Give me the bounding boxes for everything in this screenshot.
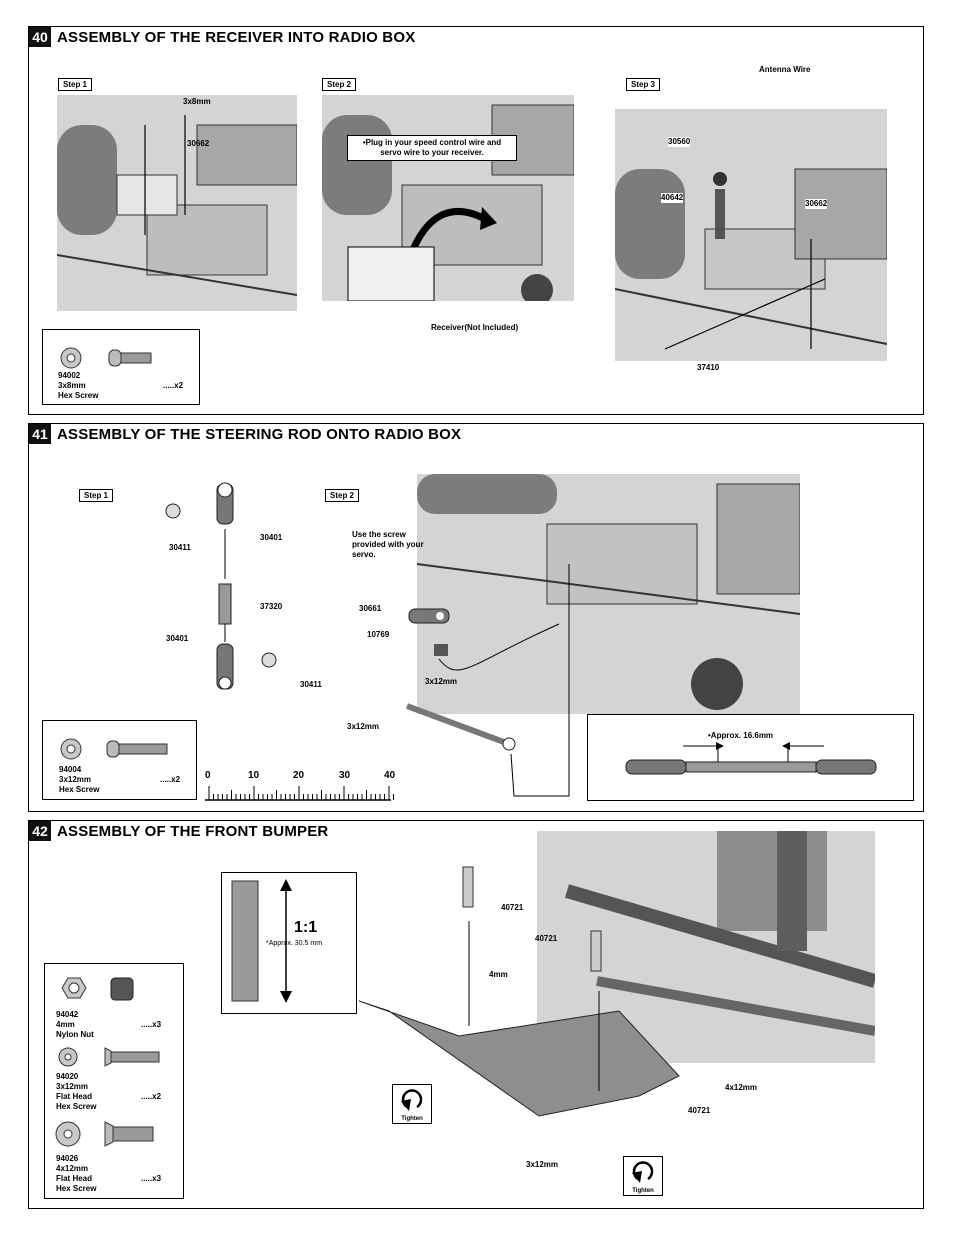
step-2-illustration: [322, 95, 574, 301]
part-name: Hex Screw: [58, 391, 99, 400]
hex-screw-icon: [60, 347, 152, 369]
section-title: ASSEMBLY OF THE STEERING ROD ONTO RADIO …: [57, 426, 462, 443]
section-41: 41 ASSEMBLY OF THE STEERING ROD ONTO RAD…: [28, 423, 924, 812]
part-name-2: Hex Screw: [56, 1102, 97, 1111]
step-2-tag: Step 2: [325, 489, 360, 502]
tighten-box-b: Tighten: [623, 1156, 663, 1196]
ruler: [205, 786, 394, 801]
step-3-tag: Step 3: [626, 78, 661, 91]
approx-length-label: •Approx. 16.6mm: [708, 731, 774, 740]
label-30411-a: 30411: [169, 543, 191, 552]
label-antenna-wire: Antenna Wire: [759, 65, 811, 74]
parts-box-42: 94042 4mm .....x3 Nylon Nut 94020 3x12mm…: [44, 963, 184, 1199]
flat-head-screw-icon: [55, 1121, 154, 1147]
front-bumper-drawing: [359, 866, 680, 1117]
section-40: 40 ASSEMBLY OF THE RECEIVER INTO RADIO B…: [28, 26, 924, 415]
label-30401-a: 30401: [260, 533, 283, 542]
step-1-tag: Step 1: [58, 78, 93, 91]
rotate-icon: [401, 1089, 423, 1111]
plug-note: •Plug in your speed control wire and ser…: [347, 135, 517, 161]
label-30411-b: 30411: [300, 680, 322, 689]
steering-rod-drawing: [165, 482, 277, 690]
rod-length-drawing: [625, 742, 877, 775]
ruler-10: 10: [248, 770, 260, 781]
part-code: 94042: [56, 1010, 79, 1019]
section-42: 42 ASSEMBLY OF THE FRONT BUMPER 1:1 *App…: [28, 820, 924, 1209]
part-size: 4x12mm: [56, 1164, 89, 1173]
label-37410: 37410: [697, 363, 720, 372]
label-4mm: 4mm: [489, 970, 508, 979]
tighten-label: Tighten: [401, 1116, 423, 1122]
label-receiver: Receiver(Not Included): [431, 323, 519, 332]
part-code: 94002: [58, 371, 81, 380]
nylon-nut-icon: [61, 977, 134, 1001]
part-qty: .....x3: [141, 1174, 162, 1183]
label-4x12mm: 4x12mm: [725, 1083, 758, 1092]
label-37320: 37320: [260, 602, 283, 611]
part-code: 94004: [59, 765, 82, 774]
ruler-40: 40: [384, 770, 396, 781]
part-size: 3x8mm: [58, 381, 86, 390]
label-30661: 30661: [359, 604, 382, 613]
label-30560: 30560: [668, 137, 691, 147]
part-qty: .....x3: [141, 1020, 162, 1029]
section-number: 40: [29, 27, 51, 47]
scale-detail-box: 1:1 *Approx. 30.5 mm: [221, 872, 357, 1014]
part-name: Nylon Nut: [56, 1030, 94, 1039]
label-40642: 40642: [661, 193, 684, 203]
step-2-tag: Step 2: [322, 78, 357, 91]
part-name-1: Flat Head: [56, 1174, 93, 1183]
hex-screw-icon: [60, 738, 168, 760]
scale-label: 1:1: [294, 919, 318, 936]
approx-30-label: *Approx. 30.5 mm: [266, 940, 323, 947]
parts-box-41: 94004 3x12mm .....x2 Hex Screw: [42, 720, 197, 800]
approx-length-box: •Approx. 16.6mm: [587, 714, 914, 801]
rotate-icon: [632, 1161, 654, 1183]
step-2-illustration: [417, 474, 800, 714]
label-40721-c: 40721: [688, 1106, 711, 1115]
section-number: 41: [29, 424, 51, 444]
section-title: ASSEMBLY OF THE FRONT BUMPER: [57, 823, 329, 840]
step-1-tag: Step 1: [79, 489, 114, 502]
part-name-1: Flat Head: [56, 1092, 93, 1101]
label-30401-b: 30401: [166, 634, 189, 643]
parts-box-40: 94002 3x8mm .....x2 Hex Screw: [42, 329, 200, 405]
flat-head-screw-icon: [58, 1047, 160, 1067]
section-number: 42: [29, 821, 51, 841]
part-qty: .....x2: [163, 381, 184, 390]
step-1-illustration: [57, 95, 297, 311]
label-screw-3x8: 3x8mm: [183, 97, 211, 106]
label-30662: 30662: [187, 139, 210, 148]
ruler-0: 0: [205, 770, 211, 781]
spacer-drawing: [231, 879, 292, 1003]
ruler-20: 20: [293, 770, 305, 781]
part-size: 3x12mm: [56, 1082, 89, 1091]
part-qty: .....x2: [160, 775, 181, 784]
part-code: 94026: [56, 1154, 79, 1163]
section-title: ASSEMBLY OF THE RECEIVER INTO RADIO BOX: [57, 29, 416, 46]
part-code: 94020: [56, 1072, 79, 1081]
servo-horn-drawing: [405, 564, 570, 797]
servo-screw-note: Use the screw provided with your servo.: [352, 530, 424, 559]
label-40721-a: 40721: [501, 903, 524, 912]
part-name-2: Hex Screw: [56, 1184, 97, 1193]
label-10769: 10769: [367, 630, 390, 639]
label-3x12-b: 3x12mm: [347, 722, 380, 731]
label-40721-b: 40721: [535, 934, 558, 943]
part-size: 4mm: [56, 1020, 75, 1029]
step-3-illustration: [615, 109, 887, 361]
ruler-30: 30: [339, 770, 351, 781]
part-name: Hex Screw: [59, 785, 100, 794]
tighten-label: Tighten: [632, 1188, 654, 1194]
label-30662-step3: 30662: [805, 199, 828, 209]
part-qty: .....x2: [141, 1092, 162, 1101]
label-3x12mm: 3x12mm: [526, 1160, 559, 1169]
tighten-box-a: Tighten: [392, 1084, 432, 1124]
part-size: 3x12mm: [59, 775, 92, 784]
label-3x12-a: 3x12mm: [425, 677, 458, 686]
